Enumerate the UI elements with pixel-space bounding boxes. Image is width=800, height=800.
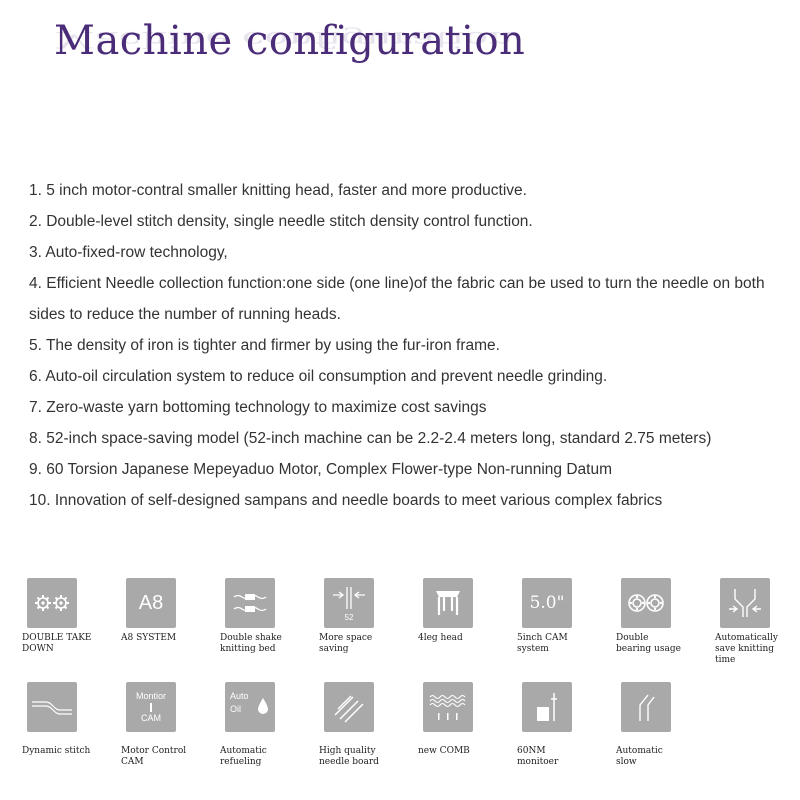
- feature-item-9: 9. 60 Torsion Japanese Mepeyaduo Motor, …: [29, 461, 612, 478]
- feature-needle-board: High quality needle board: [319, 682, 418, 768]
- feature-double-take-down: DOUBLE TAKE DOWN: [22, 578, 121, 666]
- feature-item-6: 6. Auto-oil circulation system to reduce…: [29, 368, 608, 385]
- icon-label: 60NM monitoer: [517, 746, 559, 767]
- icon-label: High quality needle board: [319, 746, 379, 767]
- icon-label: 5inch CAM system: [517, 633, 568, 654]
- double-bed-icon: [225, 578, 275, 628]
- automatic-slow-icon: [621, 682, 671, 732]
- page-title: Machine configuration: [54, 18, 526, 64]
- feature-item-3: 3. Auto-fixed-row technology,: [29, 244, 228, 261]
- icon-label: new COMB: [418, 746, 470, 756]
- feature-4leg-head: 4leg head: [418, 578, 517, 666]
- auto-save-time-icon: [720, 578, 770, 628]
- motor-tile-text-bottom: CAM: [141, 712, 161, 723]
- feature-automatic-slow: Automatic slow: [616, 682, 715, 768]
- feature-dynamic-stitch: Dynamic stitch: [22, 682, 121, 768]
- oil-tile-text-top: Auto: [230, 691, 249, 701]
- motor-tile-text-top: Montior: [135, 690, 166, 701]
- feature-auto-save-time: Automatically save knitting time: [715, 578, 800, 666]
- needle-board-icon: [324, 682, 374, 732]
- feature-list: 1. 5 inch motor-contral smaller knitting…: [29, 175, 789, 516]
- icon-label: Double shake knitting bed: [220, 633, 282, 654]
- icon-label: Automatic refueling: [220, 746, 267, 767]
- double-bearing-icon: [621, 578, 671, 628]
- comb-icon: [423, 682, 473, 732]
- feature-space-saving: 52 More space saving: [319, 578, 418, 666]
- feature-item-7: 7. Zero-waste yarn bottoming technology …: [29, 399, 487, 416]
- cam-tile-text: 5.0": [529, 593, 565, 613]
- icon-label: Double bearing usage: [616, 633, 681, 654]
- space-saving-icon: 52: [324, 578, 374, 628]
- oil-tile-text-bottom: Oil: [230, 704, 241, 714]
- dynamic-stitch-icon: [27, 682, 77, 732]
- feature-item-1: 1. 5 inch motor-contral smaller knitting…: [29, 182, 527, 199]
- icon-label: Dynamic stitch: [22, 746, 91, 756]
- icon-label: Automatic slow: [616, 746, 663, 767]
- feature-item-2: 2. Double-level stitch density, single n…: [29, 213, 533, 230]
- feature-new-comb: new COMB: [418, 682, 517, 768]
- four-leg-head-icon: [423, 578, 473, 628]
- feature-item-5: 5. The density of iron is tighter and fi…: [29, 337, 500, 354]
- icon-row-1: DOUBLE TAKE DOWN A8 A8 SYSTEM Double sha…: [22, 578, 797, 666]
- monitor-60nm-icon: [522, 682, 572, 732]
- motor-divider: [150, 702, 152, 712]
- feature-double-bearing: Double bearing usage: [616, 578, 715, 666]
- auto-oil-icon: Auto Oil: [225, 682, 275, 732]
- icon-label: 4leg head: [418, 633, 463, 643]
- page-title-reflection: Machine configuration: [54, 26, 514, 52]
- feature-double-shake-bed: Double shake knitting bed: [220, 578, 319, 666]
- feature-item-4: 4. Efficient Needle collection function:…: [29, 275, 765, 323]
- feature-item-8: 8. 52-inch space-saving model (52-inch m…: [29, 430, 712, 447]
- feature-item-10: 10. Innovation of self-designed sampans …: [29, 492, 663, 509]
- feature-a8-system: A8 A8 SYSTEM: [121, 578, 220, 666]
- cam-5-icon: 5.0": [522, 578, 572, 628]
- icon-row-2: Dynamic stitch Montior CAM Motor Control…: [22, 682, 797, 768]
- icon-label: DOUBLE TAKE DOWN: [22, 633, 92, 654]
- icon-label: Motor Control CAM: [121, 746, 187, 767]
- oil-drop-icon: [258, 698, 268, 714]
- feature-automatic-refueling: Auto Oil Automatic refueling: [220, 682, 319, 768]
- space-saving-tile-text: 52: [344, 613, 354, 622]
- motor-control-cam-icon: Montior CAM: [126, 682, 176, 732]
- icon-label: Automatically save knitting time: [715, 633, 778, 665]
- feature-icon-grid: DOUBLE TAKE DOWN A8 A8 SYSTEM Double sha…: [22, 578, 797, 768]
- double-gear-icon: [27, 578, 77, 628]
- feature-5inch-cam: 5.0" 5inch CAM system: [517, 578, 616, 666]
- feature-motor-control-cam: Montior CAM Motor Control CAM: [121, 682, 220, 768]
- a8-text-icon: A8: [126, 578, 176, 628]
- a8-tile-text: A8: [138, 591, 164, 614]
- icon-label: A8 SYSTEM: [121, 633, 177, 643]
- icon-label: More space saving: [319, 633, 373, 654]
- feature-60nm-monitor: 60NM monitoer: [517, 682, 616, 768]
